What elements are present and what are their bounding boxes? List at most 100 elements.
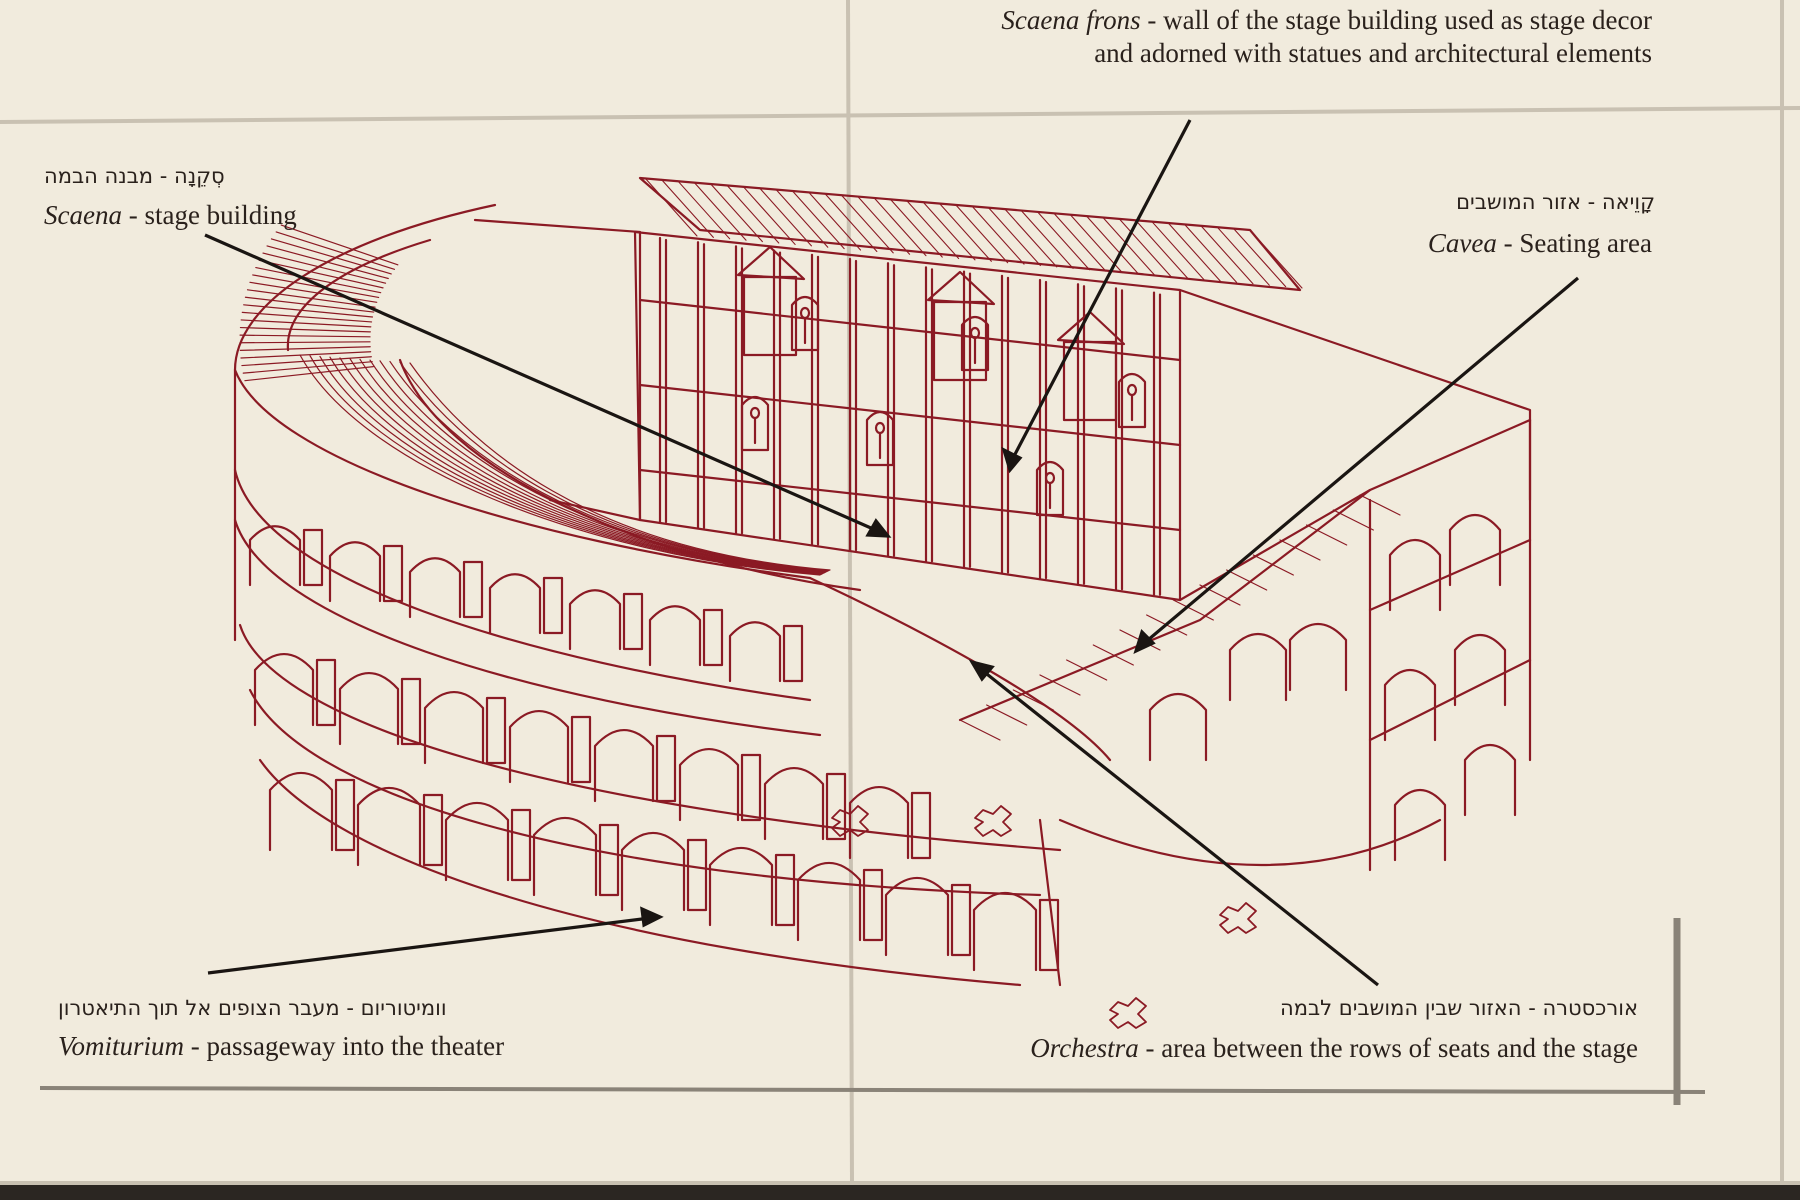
pointer-scaena	[204, 233, 892, 538]
right-section	[1148, 418, 1532, 872]
roof-tile-line	[660, 178, 714, 238]
seat-hatch	[240, 319, 372, 328]
seat-hatch	[246, 289, 376, 308]
side-wing-right	[1178, 288, 1532, 602]
pier	[950, 883, 972, 957]
seat-tier	[389, 360, 829, 572]
orchestra-step	[1306, 524, 1348, 546]
roof-tile-line	[1167, 222, 1221, 282]
cutaway-arch	[1288, 623, 1348, 692]
middle-arch	[338, 672, 400, 746]
roof-tile-line	[1200, 225, 1254, 285]
label-orchestra: Orchestra - area between the rows of sea…	[1030, 1033, 1638, 1063]
seat-hatch	[258, 259, 384, 289]
upper-arch	[328, 541, 382, 603]
pier	[825, 772, 847, 841]
seat-hatch	[239, 346, 371, 351]
side-wing-left	[473, 218, 642, 522]
statue-niche	[1035, 460, 1065, 517]
orchestra-step	[1066, 659, 1108, 681]
seat-tier	[379, 360, 828, 572]
orchestra-step	[1332, 509, 1374, 531]
seat-hatch	[242, 361, 373, 374]
seat-tier	[329, 356, 824, 575]
label-orchestra-hebrew: אורכסטרה - האזור שבין המושבים לבמה	[1280, 996, 1638, 1020]
pier	[422, 793, 444, 867]
floor-ornaments	[831, 805, 1257, 1029]
roof-tile-line	[955, 204, 1009, 264]
label-cavea: Cavea - Seating area	[1427, 228, 1652, 258]
seat-tier	[299, 354, 821, 576]
lower-arch	[972, 891, 1038, 972]
seat-hatch	[262, 252, 387, 284]
seat-hatch	[241, 311, 373, 323]
roof-tile-line	[1184, 223, 1238, 283]
roof-tile-line	[709, 183, 763, 243]
label-scaena-hebrew: סְקֵנָה - מבנה הבמה	[44, 164, 225, 188]
pier	[1038, 898, 1060, 972]
label-scaena-frons-line1: Scaena frons - wall of the stage buildin…	[1001, 5, 1652, 35]
pier	[655, 734, 677, 803]
roof-tile-line	[1036, 211, 1090, 271]
roof-tile-line	[1004, 208, 1058, 268]
upper-arch	[648, 605, 702, 667]
statue-niche	[865, 410, 895, 467]
seat-hatch	[252, 274, 380, 299]
seat-hatch	[239, 334, 371, 338]
seat-hatch	[244, 296, 375, 313]
roof-tile-line	[1216, 226, 1270, 286]
pier	[598, 823, 620, 897]
roof-tile-line	[1118, 218, 1172, 278]
aedicula-frame	[1062, 340, 1118, 422]
pier	[740, 753, 762, 822]
roof-tile-line	[971, 205, 1025, 265]
label-scaena-frons-line2: and adorned with statues and architectur…	[1094, 38, 1652, 68]
side-arch	[1453, 634, 1507, 707]
roof-tile-line	[840, 194, 894, 254]
upper-arch	[408, 557, 462, 619]
roof-tile-line	[922, 201, 976, 261]
seat-tier	[339, 357, 825, 574]
roof-tile-line	[775, 188, 829, 248]
pointer-cavea	[1133, 276, 1580, 655]
middle-arch	[253, 653, 315, 727]
orchestra-step	[1012, 689, 1054, 711]
pier	[302, 528, 324, 587]
aedicula-frame	[742, 275, 798, 357]
statue-head	[874, 421, 886, 435]
pier	[510, 808, 532, 882]
roof-tile-line	[742, 185, 796, 245]
lower-arch	[268, 771, 334, 852]
roof-tile-line	[873, 197, 927, 257]
theater-drawing	[233, 176, 1532, 1029]
orchestra-step	[1226, 569, 1268, 591]
statue-head	[799, 306, 811, 320]
roof-tile-line	[1134, 219, 1189, 279]
roof-tile-line	[726, 184, 780, 244]
seat-hatch	[280, 224, 399, 266]
orchestra-step	[1359, 494, 1401, 516]
lower-arch	[796, 861, 862, 942]
side-arch	[1448, 514, 1502, 587]
side-arch	[1463, 744, 1517, 817]
lower-arch	[356, 786, 422, 867]
side-arch	[1383, 669, 1437, 742]
label-vomiturium: Vomiturium - passageway into the theater	[58, 1031, 505, 1061]
orchestra-step	[1039, 674, 1081, 696]
upper-arch	[488, 573, 542, 635]
roof-tile-line	[644, 177, 698, 237]
pier	[686, 838, 708, 912]
lower-arch	[444, 801, 510, 882]
pier	[334, 778, 356, 852]
upper-arch	[568, 589, 622, 651]
roof-tile-line	[824, 192, 878, 253]
pier	[570, 715, 592, 784]
statue-head	[1044, 471, 1056, 485]
seat-tier	[309, 355, 822, 576]
orchestra-step	[986, 704, 1028, 726]
seat-tier	[399, 361, 830, 572]
seat-hatch	[275, 231, 396, 270]
pediment	[926, 270, 996, 306]
cutaway-arch	[1148, 693, 1208, 762]
pier	[485, 696, 507, 765]
